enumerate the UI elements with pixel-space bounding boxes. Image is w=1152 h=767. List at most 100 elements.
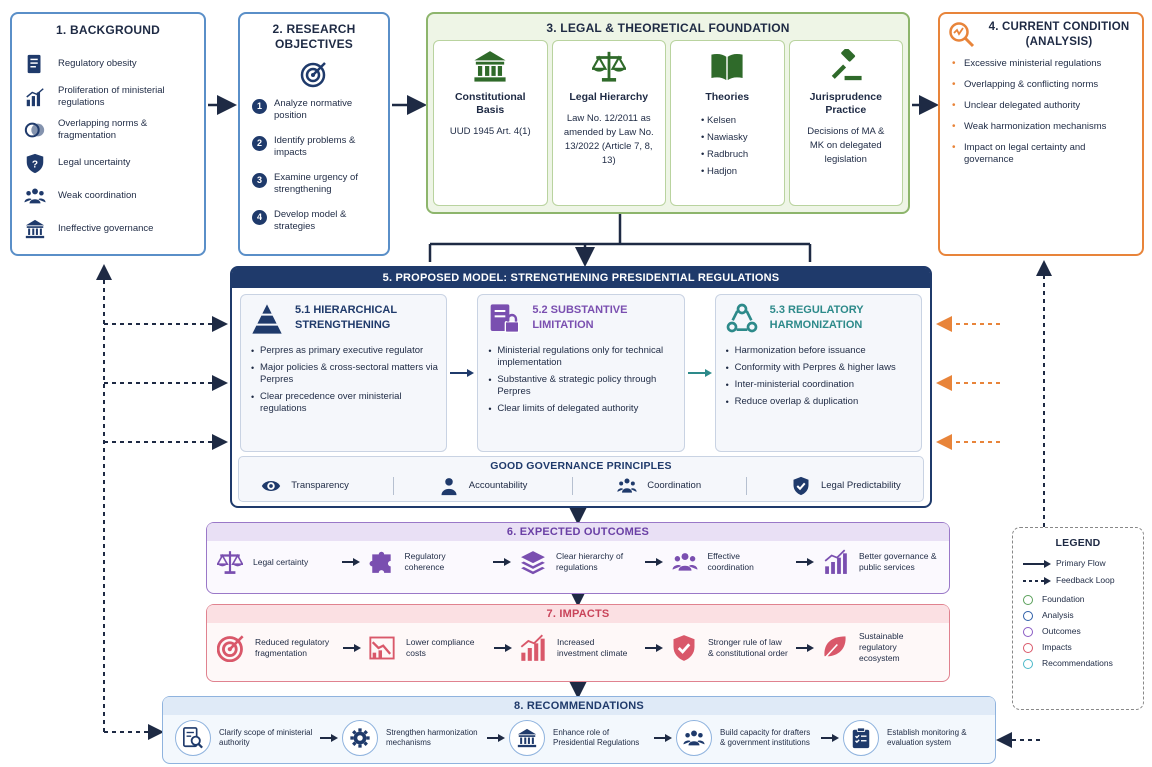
impacts-item: Reduced regulatory fragmentation (217, 634, 335, 662)
bullet: • (952, 79, 956, 90)
background-item-label: Overlapping norms & fragmentation (58, 117, 148, 141)
overlap-circles-icon (24, 119, 50, 141)
legend-swatch (1023, 594, 1033, 605)
model-sub-item-label: Clear precedence over ministerial regula… (260, 391, 402, 414)
condition-item-label: Weak harmonization mechanisms (964, 121, 1107, 132)
impacts-item-label: Reduced regulatory fragmentation (255, 636, 330, 658)
model-sub-item: •Conformity with Perpres & higher laws (726, 362, 913, 374)
bullet: • (952, 142, 956, 153)
objective-label: Identify problems & impacts (274, 135, 356, 158)
divider (745, 477, 747, 495)
bullet: • (952, 58, 956, 69)
bullet: • (952, 100, 956, 111)
model-sub-item: •Clear precedence over ministerial regul… (251, 391, 438, 415)
scales-icon (217, 549, 243, 575)
flow-arrow (319, 733, 338, 743)
model-sub-item: •Perpres as primary executive regulator (251, 345, 438, 357)
legend-category: Impacts (1023, 642, 1143, 653)
legend-swatch (1023, 610, 1033, 621)
flow-arrow (795, 643, 814, 653)
model-sub-item-label: Ministerial regulations only for technic… (497, 345, 664, 368)
decline-chart-icon (368, 634, 396, 662)
model-sub-item-label: Conformity with Perpres & higher laws (734, 362, 896, 373)
legend-title: LEGEND (1055, 537, 1101, 549)
flow-arrow (653, 733, 672, 743)
book-icon (671, 49, 784, 83)
clipboard-icon (843, 720, 879, 756)
people-icon (24, 185, 50, 207)
recommendations-item: Enhance role of Presidential Regulations (509, 720, 649, 756)
recommendations-item-label: Clarify scope of ministerial authority (219, 728, 313, 747)
condition-item: •Unclear delegated authority (952, 100, 1132, 112)
model-title: 5. PROPOSED MODEL: STRENGTHENING PRESIDE… (232, 268, 930, 288)
puzzle-icon (369, 549, 395, 575)
background-item: Proliferation of ministerial regulations (24, 80, 204, 113)
locked-document-icon (488, 303, 520, 335)
condition-item: • Excessive ministerial regulations (952, 58, 1132, 70)
search-document-icon (175, 720, 211, 756)
outcomes-item-label: Legal certainty (253, 556, 309, 567)
background-title: 1. BACKGROUND (56, 23, 160, 37)
growth-chart-icon (519, 634, 547, 662)
people-icon (676, 720, 712, 756)
svg-text:?: ? (32, 159, 38, 170)
flow-arrow (685, 294, 715, 452)
recommendations-panel: 8. RECOMMENDATIONS Clarify scope of mini… (162, 696, 996, 764)
impacts-item-label: Lower compliance costs (406, 636, 475, 658)
impacts-item-label: Stronger rule of law & constitutional or… (708, 636, 788, 658)
institution-icon (24, 218, 50, 240)
background-item: ?Legal uncertainty (24, 146, 204, 179)
shield-question-icon: ? (24, 152, 50, 174)
impacts-item-label: Sustainable regulatory ecosystem (859, 631, 904, 663)
recommendations-title: 8. RECOMMENDATIONS (163, 697, 995, 715)
background-item: Overlapping norms & fragmentation (24, 113, 204, 146)
condition-item-label: Excessive ministerial regulations (964, 58, 1102, 69)
background-item: Ineffective governance (24, 212, 204, 245)
model-sub-item: •Major policies & cross-sectoral matters… (251, 362, 438, 385)
legend-panel: LEGEND Primary Flow Feedback Loop Founda… (1012, 527, 1144, 710)
foundation-card-title: Legal Hierarchy (569, 91, 649, 103)
recommendations-item: Clarify scope of ministerial authority (175, 720, 315, 756)
flow-arrow (493, 643, 512, 653)
foundation-card-title: Constitutional Basis (454, 91, 526, 116)
impacts-item: Increased investment climate (519, 634, 637, 662)
number-badge: 3 (252, 173, 267, 188)
legend-swatch (1023, 626, 1033, 637)
divider (393, 477, 395, 495)
recommendations-item-label: Establish monitoring & evaluation system (887, 728, 967, 747)
impacts-item: Stronger rule of law & constitutional or… (670, 634, 788, 662)
leaf-icon (821, 634, 849, 662)
principle-label: Transparency (291, 480, 349, 491)
condition-item: •Weak harmonization mechanisms (952, 121, 1132, 133)
model-panel: 5. PROPOSED MODEL: STRENGTHENING PRESIDE… (230, 266, 932, 508)
impacts-item: Lower compliance costs (368, 634, 486, 662)
principle-item: Legal Predictability (791, 476, 901, 496)
principle-label: Coordination (647, 480, 702, 491)
principles-title: GOOD GOVERNANCE PRINCIPLES (490, 460, 672, 472)
layers-icon (520, 549, 546, 575)
bar-chart-icon (24, 86, 50, 108)
legend-feedback: Feedback Loop (1023, 575, 1143, 586)
gavel-icon (790, 49, 903, 83)
legend-primary: Primary Flow (1023, 558, 1143, 569)
legend-swatch (1023, 642, 1033, 653)
condition-item-label: Overlapping & conflicting norms (964, 79, 1099, 90)
harmony-cycle-icon (726, 303, 758, 335)
outcomes-item: Clear hierarchy of regulations (520, 549, 636, 575)
flow-arrow (820, 733, 839, 743)
condition-item-label: Impact on legal certainty and governance (964, 142, 1086, 165)
recommendations-item: Build capacity for drafters & government… (676, 720, 816, 756)
model-sub-item-label: Inter-ministerial coordination (734, 379, 854, 390)
foundation-card-body: UUD 1945 Art. 4(1) (449, 126, 531, 137)
condition-item: • Overlapping & conflicting norms (952, 79, 1132, 91)
eye-icon (261, 476, 281, 496)
